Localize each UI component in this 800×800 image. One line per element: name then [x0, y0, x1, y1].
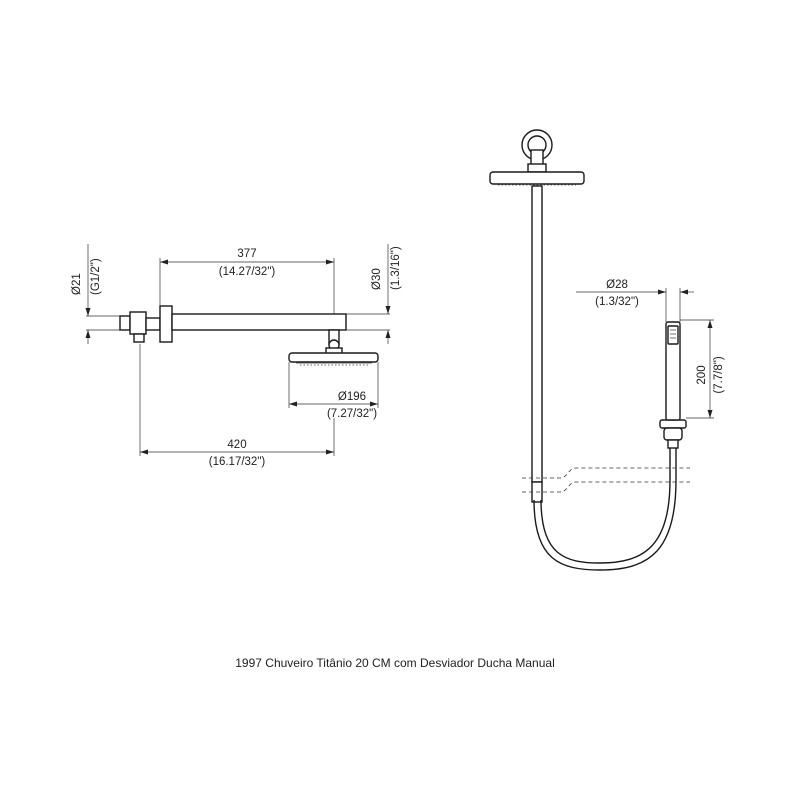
- dimension-hand-length: 200 (7.7/8"): [680, 319, 725, 419]
- hand-diameter-in: (1.3/32"): [595, 296, 639, 308]
- front-view-shower: [489, 129, 690, 571]
- projection-in: (16.17/32"): [209, 456, 266, 468]
- hand-length-mm: 200: [696, 365, 708, 384]
- side-view-arm: [119, 305, 379, 366]
- arm-height-mm: Ø30: [371, 268, 383, 290]
- dimension-projection: 420 (16.17/32"): [139, 344, 335, 468]
- arm-length-in: (14.27/32"): [219, 266, 276, 278]
- head-diameter-in: (7.27/32"): [327, 408, 377, 420]
- dimension-head-diameter: Ø196 (7.27/32"): [288, 362, 379, 420]
- head-diameter-mm: Ø196: [338, 391, 366, 403]
- dimension-arm-length: 377 (14.27/32"): [159, 248, 335, 314]
- dimension-hand-diameter: Ø28 (1.3/32"): [576, 279, 694, 322]
- inlet-diameter-mm: Ø21: [71, 273, 83, 295]
- dimension-inlet-diameter: Ø21 (G1/2"): [71, 244, 120, 344]
- dimension-arm-height: Ø30 (1.3/16"): [346, 244, 402, 344]
- hand-diameter-mm: Ø28: [606, 279, 628, 291]
- arm-length-mm: 377: [237, 248, 256, 260]
- arm-height-in: (1.3/16"): [390, 246, 402, 290]
- inlet-diameter-in: (G1/2"): [90, 258, 102, 295]
- drawing-caption: 1997 Chuveiro Titânio 20 CM com Desviado…: [235, 656, 555, 670]
- hand-length-in: (7.7/8"): [713, 356, 725, 393]
- projection-mm: 420: [227, 439, 246, 451]
